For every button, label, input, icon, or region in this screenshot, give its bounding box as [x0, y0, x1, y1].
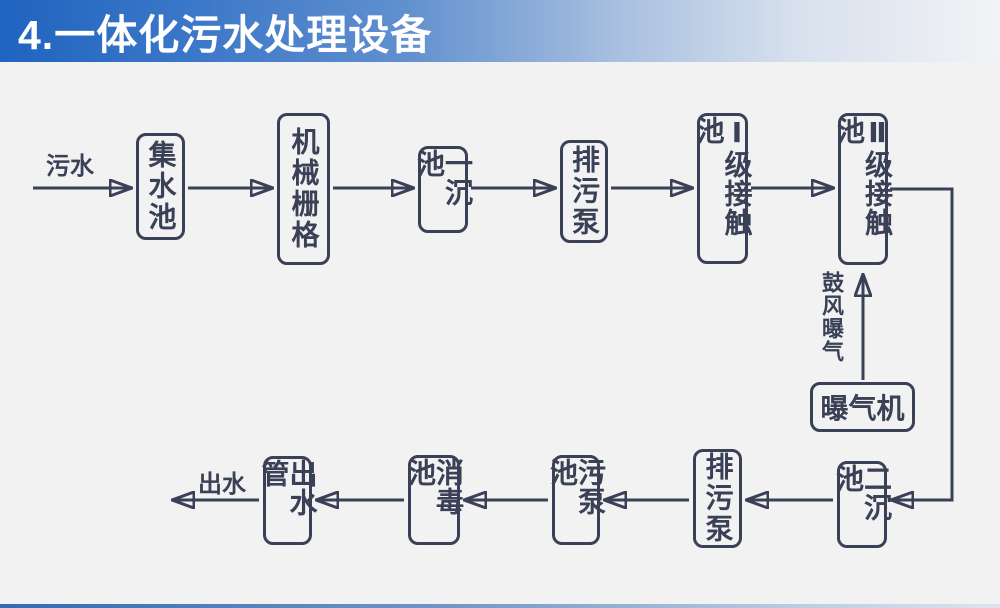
node-mechanical-grid: 机械栅格 — [277, 113, 330, 265]
node-aerator-label: 曝气机 — [820, 393, 905, 424]
node-mechanical-grid-label: 机械栅格 — [288, 127, 320, 251]
bottom-accent-bar — [0, 604, 1000, 608]
slide-header: 4.一体化污水处理设备 — [0, 0, 1000, 62]
node-sewage-pump-top: 排污泵 — [560, 140, 608, 243]
node-outlet-pipe: 出水管 — [259, 456, 318, 545]
node-sewage-pump-bottom-label: 排污泵 — [702, 452, 734, 545]
node-contact-pool-1: Ⅰ级接触池 — [693, 113, 753, 264]
outlet-label: 出水 — [198, 471, 246, 498]
node-primary-sedimentation: 一沉池 — [414, 146, 473, 233]
node-sludge-pump-pool-label: 污泵池 — [547, 458, 606, 516]
node-disinfection-pool: 消毒池 — [405, 455, 464, 545]
aeration-label: 鼓风曝气 — [819, 271, 844, 363]
node-disinfection-pool-label: 消毒池 — [405, 458, 464, 516]
node-outlet-pipe-label: 出水管 — [258, 459, 318, 517]
node-collecting-well: 集水池 — [136, 133, 185, 240]
page-title: 4.一体化污水处理设备 — [18, 12, 433, 58]
node-secondary-sedimentation-label: 二沉池 — [833, 464, 892, 522]
node-sludge-pump-pool: 污泵池 — [547, 455, 606, 545]
node-contact-pool-1-label: Ⅰ级接触池 — [693, 116, 753, 237]
elbow-contact2-to-secondary — [890, 187, 954, 500]
node-contact-pool-2: Ⅱ级接触池 — [834, 113, 893, 265]
node-collecting-well-label: 集水池 — [145, 140, 177, 233]
node-secondary-sedimentation: 二沉池 — [833, 461, 892, 548]
node-aerator: 曝气机 — [810, 382, 915, 432]
inlet-label: 污水 — [46, 153, 94, 180]
node-sewage-pump-bottom: 排污泵 — [693, 449, 742, 548]
node-primary-sedimentation-label: 一沉池 — [414, 149, 473, 207]
node-contact-pool-2-label: Ⅱ级接触池 — [834, 116, 893, 237]
node-sewage-pump-top-label: 排污泵 — [569, 145, 600, 238]
